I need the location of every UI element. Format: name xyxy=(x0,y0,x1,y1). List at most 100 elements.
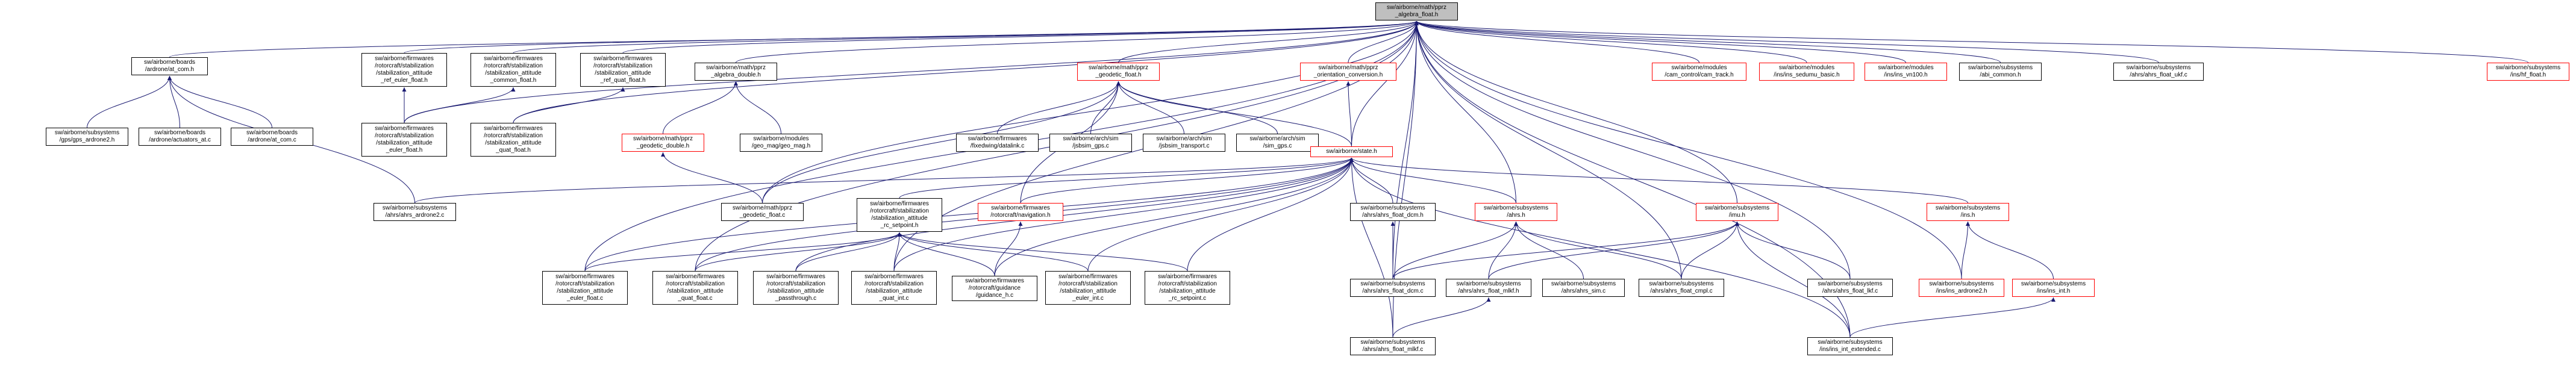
node-ref-euler[interactable]: sw/airborne/firmwares/rotorcraft/stabili… xyxy=(361,53,447,87)
node-algebra-double[interactable]: sw/airborne/math/pprz_algebra_double.h xyxy=(695,63,777,81)
node-stab-euler-float-c[interactable]: sw/airborne/firmwares/rotorcraft/stabili… xyxy=(542,271,628,305)
edge-ref_quat-to-root xyxy=(622,20,1419,54)
edge-ahrs_h-to-root xyxy=(1415,20,1516,204)
node-stab-quat-int[interactable]: sw/airborne/firmwares/rotorcraft/stabili… xyxy=(851,271,937,305)
edge-geodetic_float_h-to-root xyxy=(1118,20,1419,63)
node-ahrs-float-lkf[interactable]: sw/airborne/subsystems/ahrs/ahrs_float_l… xyxy=(1807,279,1893,297)
node-geo-mag[interactable]: sw/airborne/modules/geo_mag/geo_mag.h xyxy=(740,134,822,152)
node-sim-gps[interactable]: sw/airborne/arch/sim/sim_gps.c xyxy=(1236,134,1319,152)
edge-ref_euler-to-root xyxy=(404,20,1419,54)
edge-common_float-to-root xyxy=(513,20,1419,54)
node-ahrs-float-ukf[interactable]: sw/airborne/subsystems/ahrs/ahrs_float_u… xyxy=(2113,63,2204,81)
node-ins-ardrone2[interactable]: sw/airborne/subsystems/ins/ins_ardrone2.… xyxy=(1919,279,2004,297)
node-label-line: sw/airborne/subsystems xyxy=(2126,64,2191,71)
node-label-line: sw/airborne/firmwares xyxy=(1058,273,1118,280)
node-label-line: sw/airborne/modules xyxy=(753,135,809,142)
node-ins-vn100[interactable]: sw/airborne/modules/ins/ins_vn100.h xyxy=(1865,63,1947,81)
node-geodetic-float-c[interactable]: sw/airborne/math/pprz_geodetic_float.c xyxy=(721,203,804,221)
node-state-h[interactable]: sw/airborne/state.h xyxy=(1310,146,1393,157)
edge-guidance_h-to-rc_setpoint_h xyxy=(897,232,995,276)
node-orientation-conversion[interactable]: sw/airborne/math/pprz_orientation_conver… xyxy=(1300,63,1396,81)
edge-ahrs_dcm_c-to-root xyxy=(1392,20,1419,279)
node-stab-euler-float-h[interactable]: sw/airborne/firmwares/rotorcraft/stabili… xyxy=(361,123,447,157)
node-stab-passthrough[interactable]: sw/airborne/firmwares/rotorcraft/stabili… xyxy=(753,271,839,305)
node-ahrs-float-mlkf-c[interactable]: sw/airborne/subsystems/ahrs/ahrs_float_m… xyxy=(1350,337,1436,355)
node-label-line: /jsbsim_transport.c xyxy=(1158,143,1210,149)
node-jsbsim-gps[interactable]: sw/airborne/arch/sim/jsbsim_gps.c xyxy=(1049,134,1132,152)
node-label-line: sw/airborne/subsystems xyxy=(1483,205,1549,211)
node-stab-euler-int[interactable]: sw/airborne/firmwares/rotorcraft/stabili… xyxy=(1045,271,1131,305)
edge-geodetic_double-to-algebra_double xyxy=(663,81,738,134)
node-label-line: sw/airborne/subsystems xyxy=(1818,339,1883,346)
node-hf-float[interactable]: sw/airborne/subsystems/ins/hf_float.h xyxy=(2487,63,2569,81)
node-label-line: sw/airborne/boards xyxy=(246,129,298,136)
node-label-line: /rotorcraft/navigation.h xyxy=(990,212,1051,219)
node-geodetic-double[interactable]: sw/airborne/math/pprz_geodetic_double.h xyxy=(622,134,704,152)
node-label-line: /sim_gps.c xyxy=(1263,143,1292,149)
edge-algebra_double-to-root xyxy=(736,20,1419,63)
node-ahrs-h[interactable]: sw/airborne/subsystems/ahrs.h xyxy=(1475,203,1557,221)
node-label-line: /stabilization_attitude xyxy=(595,70,651,76)
node-at-com-h[interactable]: sw/airborne/boards/ardrone/at_com.h xyxy=(131,57,208,75)
edge-actuators_at-to-at_com_h xyxy=(167,75,180,128)
node-at-com-c[interactable]: sw/airborne/boards/ardrone/at_com.c xyxy=(231,128,313,146)
node-label-line: /rotorcraft/stabilization xyxy=(484,63,543,69)
node-guidance-h[interactable]: sw/airborne/firmwares/rotorcraft/guidanc… xyxy=(952,276,1037,301)
node-label-line: sw/airborne/firmwares xyxy=(870,201,929,207)
node-ins-int[interactable]: sw/airborne/subsystems/ins/ins_int.h xyxy=(2012,279,2095,297)
node-label-line: _orientation_conversion.h xyxy=(1313,72,1383,78)
node-ins-sedumu-basic[interactable]: sw/airborne/modules/ins/ins_sedumu_basic… xyxy=(1759,63,1854,81)
node-label-line: sw/airborne/subsystems xyxy=(1968,64,2033,71)
node-label-line: /rotorcraft/stabilization xyxy=(766,281,825,287)
edge-stab_euler_float_c-to-rc_setpoint_h xyxy=(584,232,902,272)
node-label-line: /rotorcraft/stabilization xyxy=(1058,281,1118,287)
node-ref-quat[interactable]: sw/airborne/firmwares/rotorcraft/stabili… xyxy=(580,53,666,87)
edge-state_h-to-orientation xyxy=(1346,81,1352,147)
node-label-line: /ahrs.h xyxy=(1507,212,1525,219)
node-imu-h[interactable]: sw/airborne/subsystems/imu.h xyxy=(1696,203,1778,221)
node-label-line: /stabilization_attitude xyxy=(376,140,433,146)
node-cam-track[interactable]: sw/airborne/modules/cam_control/cam_trac… xyxy=(1652,63,1746,81)
node-actuators-at[interactable]: sw/airborne/boards/ardrone/actuators_at.… xyxy=(139,128,221,146)
node-ahrs-float-mlkf-h[interactable]: sw/airborne/subsystems/ahrs/ahrs_float_m… xyxy=(1446,279,1531,297)
node-label-line: /rotorcraft/guidance xyxy=(968,285,1021,291)
node-ahrs-sim[interactable]: sw/airborne/subsystems/ahrs/ahrs_sim.c xyxy=(1542,279,1625,297)
node-fixedwing-datalink[interactable]: sw/airborne/firmwares/fixedwing/datalink… xyxy=(956,134,1039,152)
node-label-line: /rotorcraft/stabilization xyxy=(484,132,543,139)
node-common-float[interactable]: sw/airborne/firmwares/rotorcraft/stabili… xyxy=(470,53,556,87)
node-geodetic-float-h[interactable]: sw/airborne/math/pprz_geodetic_float.h xyxy=(1077,63,1160,81)
node-label-line: sw/airborne/firmwares xyxy=(484,125,543,132)
edge-sim_gps-to-geodetic_float_h xyxy=(1116,81,1278,134)
node-label-line: /ahrs/ahrs_float_dcm.h xyxy=(1362,212,1424,219)
edge-guidance_h-to-state_h xyxy=(994,157,1354,276)
node-label-line: /ardrone/at_com.h xyxy=(145,66,195,73)
node-label-line: /ahrs/ahrs_sim.c xyxy=(1561,288,1606,294)
node-label-line: /gps/gps_ardrone2.h xyxy=(59,137,115,143)
node-ins-int-extended[interactable]: sw/airborne/subsystems/ins/ins_int_exten… xyxy=(1807,337,1893,355)
node-ahrs-ardrone2[interactable]: sw/airborne/subsystems/ahrs/ahrs_ardrone… xyxy=(374,203,456,221)
node-gps-ardrone2[interactable]: sw/airborne/subsystems/gps/gps_ardrone2.… xyxy=(46,128,128,146)
edge-ahrs_cmpl-to-imu_h xyxy=(1681,221,1739,279)
node-label-line: /rotorcraft/stabilization xyxy=(1158,281,1217,287)
edge-stab_quat_int-to-state_h xyxy=(893,157,1354,272)
node-ahrs-float-dcm-c[interactable]: sw/airborne/subsystems/ahrs/ahrs_float_d… xyxy=(1350,279,1436,297)
node-ahrs-float-dcm-h[interactable]: sw/airborne/subsystems/ahrs/ahrs_float_d… xyxy=(1350,203,1436,221)
node-ahrs-float-cmpl[interactable]: sw/airborne/subsystems/ahrs/ahrs_float_c… xyxy=(1639,279,1724,297)
node-stab-rc-setpoint-c[interactable]: sw/airborne/firmwares/rotorcraft/stabili… xyxy=(1145,271,1230,305)
node-stab-quat-float-c[interactable]: sw/airborne/firmwares/rotorcraft/stabili… xyxy=(652,271,738,305)
node-label-line: _geodetic_float.c xyxy=(739,212,786,219)
node-label-line: _rc_setpoint.c xyxy=(1168,295,1207,302)
node-label-line: sw/airborne/subsystems xyxy=(382,205,448,211)
node-stab-quat-float-h[interactable]: sw/airborne/firmwares/rotorcraft/stabili… xyxy=(470,123,556,157)
edge-ahrs_lkf-to-imu_h xyxy=(1735,221,1851,279)
node-navigation[interactable]: sw/airborne/firmwares/rotorcraft/navigat… xyxy=(978,203,1063,221)
node-ins-h[interactable]: sw/airborne/subsystems/ins.h xyxy=(1927,203,2009,221)
node-label-line: sw/airborne/modules xyxy=(1778,64,1835,71)
node-label-line: /ins/ins_vn100.h xyxy=(1884,72,1928,78)
node-label-line: sw/airborne/math/pprz xyxy=(706,64,766,71)
edge-ins_int-to-ins_h xyxy=(1966,221,2054,279)
node-jsbsim-transport[interactable]: sw/airborne/arch/sim/jsbsim_transport.c xyxy=(1143,134,1225,152)
node-abi-common[interactable]: sw/airborne/subsystems/abi_common.h xyxy=(1959,63,2042,81)
node-rc-setpoint-h[interactable]: sw/airborne/firmwares/rotorcraft/stabili… xyxy=(857,198,942,232)
node-label-line: sw/airborne/arch/sim xyxy=(1156,135,1212,142)
